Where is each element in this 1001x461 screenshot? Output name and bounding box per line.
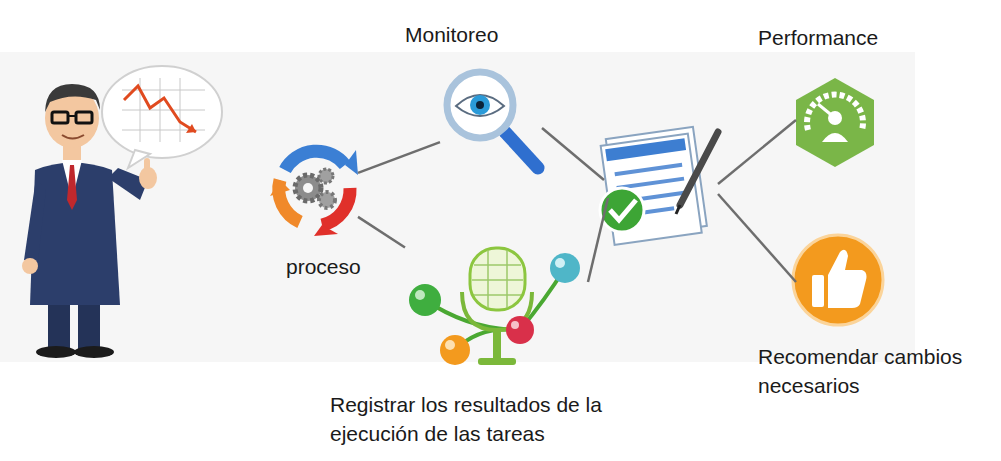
chart-bubble — [102, 66, 222, 168]
performance-node: Performance — [790, 78, 880, 168]
background-band — [0, 52, 915, 362]
node-label: Registrar los resultados de la ejecución… — [330, 390, 665, 449]
flow-lines — [542, 120, 796, 282]
process-node: proceso — [272, 140, 358, 238]
connector-line — [358, 217, 405, 248]
microphone-icon — [409, 248, 580, 365]
monitoring-node: Monitoreo — [440, 70, 545, 175]
thumbs-up-icon — [793, 235, 883, 325]
recommend-node: Recomendar cambios necesarios — [793, 235, 883, 325]
checklist-document-icon — [600, 127, 718, 245]
magnifier-eye-icon — [447, 72, 538, 168]
node-label: Recomendar cambios necesarios — [758, 342, 983, 401]
process-cycle-icon — [270, 150, 358, 236]
node-label: proceso — [286, 252, 361, 281]
node-label: Performance — [758, 23, 878, 52]
node-label: Monitoreo — [405, 20, 498, 49]
record-node: Registrar los resultados de la ejecución… — [405, 240, 590, 375]
connector-line — [358, 142, 440, 173]
performance-gauge-icon — [796, 78, 874, 167]
